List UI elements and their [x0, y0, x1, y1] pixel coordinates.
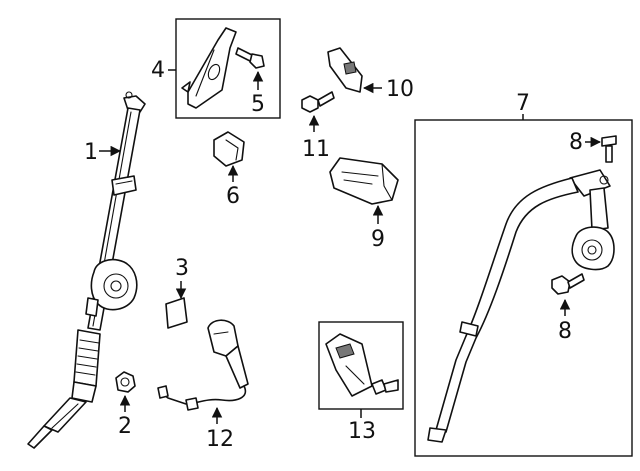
callout-12: 12	[206, 427, 234, 452]
callout-8-lower: 8	[558, 319, 572, 344]
part-12-buckle-harness	[157, 319, 249, 411]
part-2-nut	[115, 371, 136, 393]
callout-11: 11	[302, 137, 330, 162]
callout-6: 6	[226, 184, 240, 209]
part-8-bolt-lower	[551, 273, 585, 295]
part-11-bolt	[301, 91, 335, 113]
part-4-box	[175, 18, 281, 119]
part-8-bolt-upper	[601, 135, 617, 163]
callout-10: 10	[386, 77, 414, 102]
callout-5: 5	[251, 92, 265, 117]
part-9-buckle-cover	[329, 157, 399, 205]
callout-2: 2	[118, 414, 132, 439]
part-7-rear-belt-assembly	[427, 169, 615, 443]
part-1-front-belt-assembly	[27, 91, 146, 449]
part-6-cap	[213, 131, 245, 167]
callout-1: 1	[84, 140, 98, 165]
callout-4: 4	[151, 58, 165, 83]
callout-13: 13	[348, 419, 376, 444]
part-10-clip	[327, 47, 363, 93]
part-13-buckle-assembly	[325, 333, 399, 397]
part-4-trim-cover	[181, 27, 237, 109]
callout-9: 9	[371, 227, 385, 252]
callout-8-upper: 8	[569, 130, 583, 155]
part-5-bolt	[235, 47, 265, 69]
callout-7: 7	[516, 91, 530, 116]
part-3-label	[165, 297, 188, 329]
callout-3: 3	[175, 256, 189, 281]
